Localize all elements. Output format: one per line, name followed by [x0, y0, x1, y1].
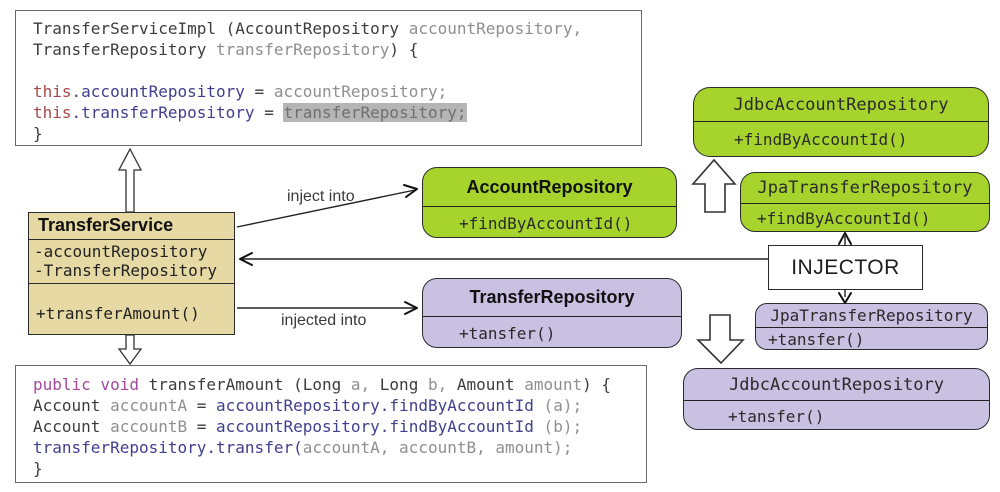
block-arrow-up-icon	[691, 158, 737, 213]
transfer-repository-title: TransferRepository	[423, 279, 681, 317]
code-line: TransferRepository transferRepository) {	[33, 40, 419, 59]
jdbc-account-repository-green-class: JdbcAccountRepository +findByAccountId()	[693, 87, 989, 157]
code-line: this.accountRepository = accountReposito…	[33, 82, 448, 101]
jpa-transfer-repository-purple-class: JpaTransferRepository +tansfer()	[755, 303, 988, 350]
injector-box: INJECTOR	[768, 245, 923, 290]
jdbc-account-repository-green-method: +findByAccountId()	[734, 130, 908, 149]
transfer-service-attributes: -accountRepository-TransferRepository	[29, 240, 234, 284]
account-repository-title: AccountRepository	[423, 168, 676, 207]
code-line: TransferServiceImpl (AccountRepository a…	[33, 19, 583, 38]
account-repository-method: +findByAccountId()	[459, 214, 633, 233]
injector-label: INJECTOR	[791, 255, 900, 279]
block-arrow-down-icon	[696, 314, 745, 365]
injector-down-arrow	[838, 289, 852, 304]
account-repository-class: AccountRepository +findByAccountId()	[422, 167, 677, 238]
code-line: transferRepository.transfer(accountA, ac…	[33, 438, 573, 457]
constructor-code-box: TransferServiceImpl (AccountRepository a…	[15, 10, 642, 146]
code-line	[33, 60, 641, 81]
transfer-amount-code-box: public void transferAmount (Long a, Long…	[15, 365, 647, 483]
code-line: }	[33, 459, 43, 478]
transfer-service-title: TransferService	[29, 213, 234, 240]
injected-into-label: injected into	[281, 312, 367, 329]
jpa-transfer-repository-purple-title: JpaTransferRepository	[756, 304, 987, 328]
transfer-repository-class: TransferRepository +tansfer()	[422, 278, 682, 348]
inject-into-label: inject into	[287, 188, 355, 205]
code-line: Account accountA = accountRepository.fin…	[33, 396, 583, 415]
jdbc-account-repository-purple-method: +tansfer()	[728, 407, 825, 426]
code-line: this.transferRepository = transferReposi…	[33, 103, 467, 122]
jpa-transfer-repository-green-method: +findByAccountId()	[757, 209, 931, 228]
injector-to-service-arrow	[239, 252, 768, 266]
transfer-service-method: +transferAmount()	[36, 304, 200, 323]
jpa-transfer-repository-green-title: JpaTransferRepository	[741, 173, 989, 204]
code-line: public void transferAmount (Long a, Long…	[33, 375, 611, 394]
jpa-transfer-repository-green-class: JpaTransferRepository +findByAccountId()	[740, 172, 990, 232]
attribute-transfer-repository: -TransferRepository	[34, 261, 218, 280]
code-line: Account accountB = accountRepository.fin…	[33, 417, 583, 436]
jdbc-account-repository-green-title: JdbcAccountRepository	[694, 88, 988, 122]
transfer-repository-method: +tansfer()	[459, 324, 556, 343]
jpa-transfer-repository-purple-method: +tansfer()	[768, 330, 865, 349]
transfer-service-class: TransferService -accountRepository-Trans…	[28, 212, 235, 335]
attribute-account-repository: -accountRepository	[34, 242, 208, 261]
code-link-arrow-up-icon	[117, 147, 143, 213]
code-line: }	[33, 124, 43, 143]
jdbc-account-repository-purple-title: JdbcAccountRepository	[684, 369, 989, 401]
code-link-arrow-down-icon	[117, 334, 143, 366]
jdbc-account-repository-purple-class: JdbcAccountRepository +tansfer()	[683, 368, 990, 430]
